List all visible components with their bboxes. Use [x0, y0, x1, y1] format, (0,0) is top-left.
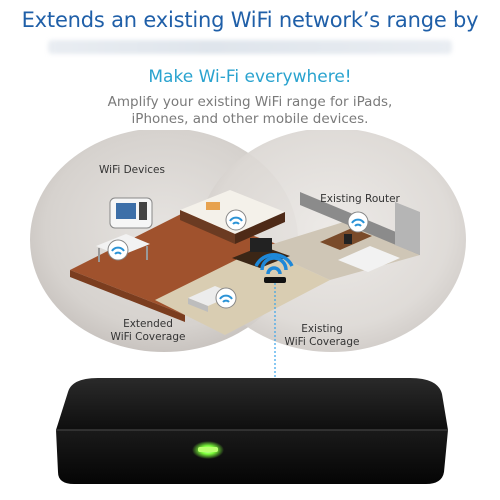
label-existing-router: Existing Router	[320, 193, 400, 205]
tv-icon	[232, 246, 290, 268]
phone-icon	[139, 202, 147, 220]
label-extended-line-1: Extended	[123, 318, 173, 330]
label-existing-line-2: WiFi Coverage	[284, 336, 360, 348]
description-line-1: Amplify your existing WiFi range for iPa…	[107, 94, 393, 110]
extender-device-image	[56, 378, 448, 484]
label-wifi-devices: WiFi Devices	[99, 164, 165, 176]
wifi-icon	[107, 239, 129, 261]
description-line-2: iPhones, and other mobile devices.	[131, 111, 369, 127]
headline: Extends an existing WiFi network’s range…	[21, 8, 479, 32]
label-existing-line-1: Existing	[301, 323, 343, 335]
extender-wifi-signal	[254, 253, 294, 275]
tagline: Make Wi-Fi everywhere!	[148, 67, 352, 87]
coverage-diagram	[30, 130, 466, 380]
blurred-subheadline	[48, 40, 452, 54]
label-extended-line-2: WiFi Coverage	[110, 331, 186, 343]
